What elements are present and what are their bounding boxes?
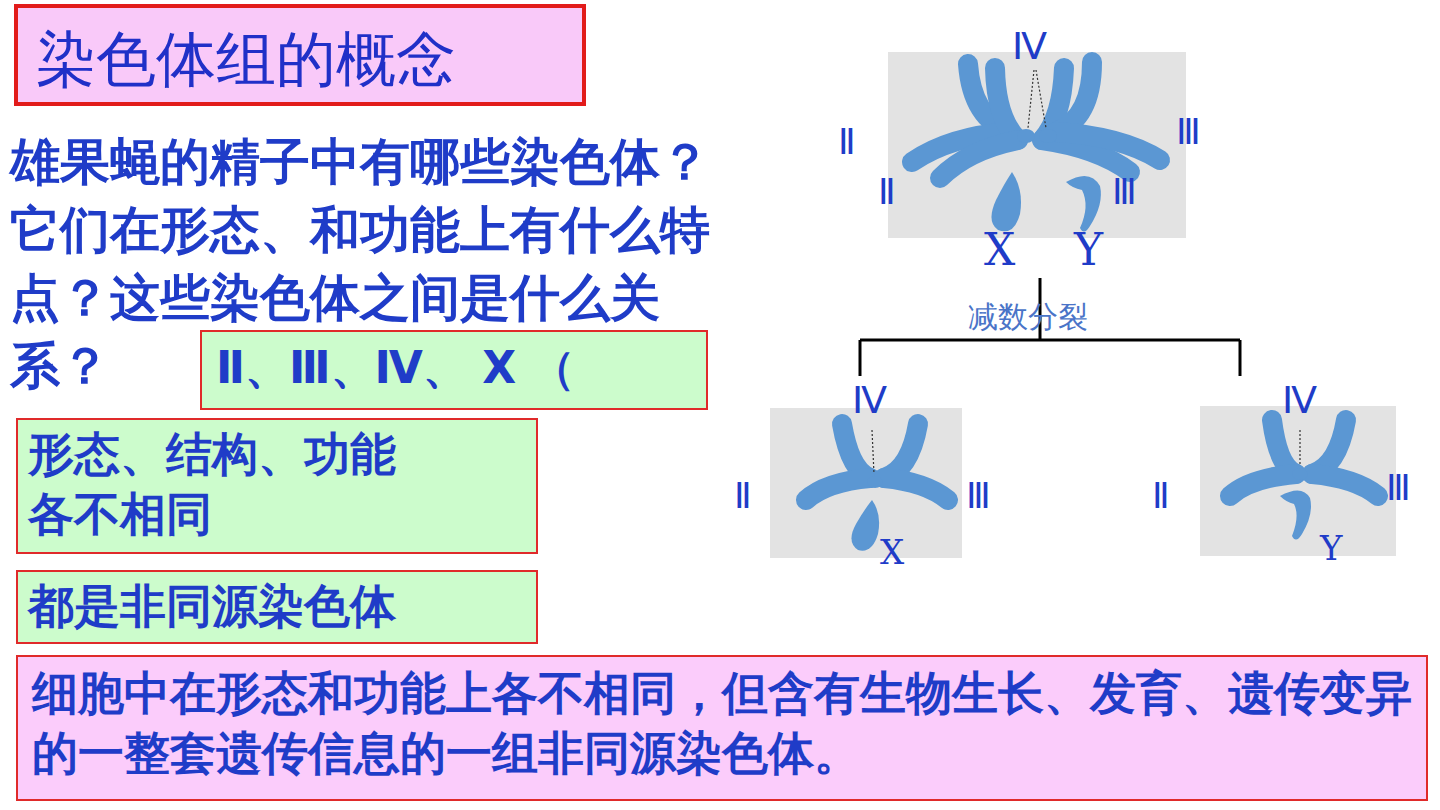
chromosome-label: Ⅱ	[838, 122, 856, 162]
chromosome-label: Ⅲ	[1112, 172, 1137, 212]
box-text: 形态、结构、功能 各不相同	[28, 425, 448, 545]
chromosome-label: Ⅲ	[1386, 468, 1411, 508]
answer-box: 都是非同源染色体	[16, 570, 538, 644]
box-text: 细胞中在形态和功能上各不相同，但含有生物生长、发育、遗传变异的一整套遗传信息的一…	[32, 664, 1412, 784]
chromosome-label: Y	[1320, 530, 1342, 567]
chromosomes-small	[851, 129, 1311, 551]
chromosome-label: Ⅲ	[966, 476, 991, 516]
title-text: 染色体组的概念	[36, 20, 456, 101]
question-text: 雄果蝇的精子中有哪些染色体？它们在形态、和功能上有什么特点？这些染色体之间是什么…	[10, 128, 720, 400]
chromosome-label: Ⅱ	[734, 476, 752, 516]
title-box: 染色体组的概念	[14, 4, 586, 106]
definition-box: 细胞中在形态和功能上各不相同，但含有生物生长、发育、遗传变异的一整套遗传信息的一…	[16, 655, 1428, 801]
answer-box: 形态、结构、功能 各不相同	[16, 418, 538, 554]
chromosomes	[806, 62, 1378, 500]
box-text: Ⅱ、Ⅲ、Ⅳ、 X （	[216, 339, 692, 396]
process-label: 减数分裂	[968, 300, 1088, 333]
chromosome-label: Ⅳ	[852, 380, 887, 422]
centromere-leaders	[872, 70, 1300, 474]
division-bracket	[860, 278, 1240, 376]
cell-panels	[770, 52, 1396, 558]
chromosome-label: X	[880, 534, 904, 571]
chromosome-label: X	[984, 226, 1015, 274]
chromosome-label: Y	[1074, 226, 1103, 274]
chromosome-label: Ⅲ	[1176, 112, 1201, 152]
chromosome-label: Ⅱ	[1152, 476, 1170, 516]
chromosome-label: Ⅳ	[1012, 26, 1047, 68]
answer-box: Ⅱ、Ⅲ、Ⅳ、 X （	[200, 330, 708, 410]
chromosome-label: Ⅳ	[1282, 380, 1317, 422]
box-text: 都是非同源染色体	[28, 577, 526, 637]
chromosome-label: Ⅱ	[878, 172, 896, 212]
